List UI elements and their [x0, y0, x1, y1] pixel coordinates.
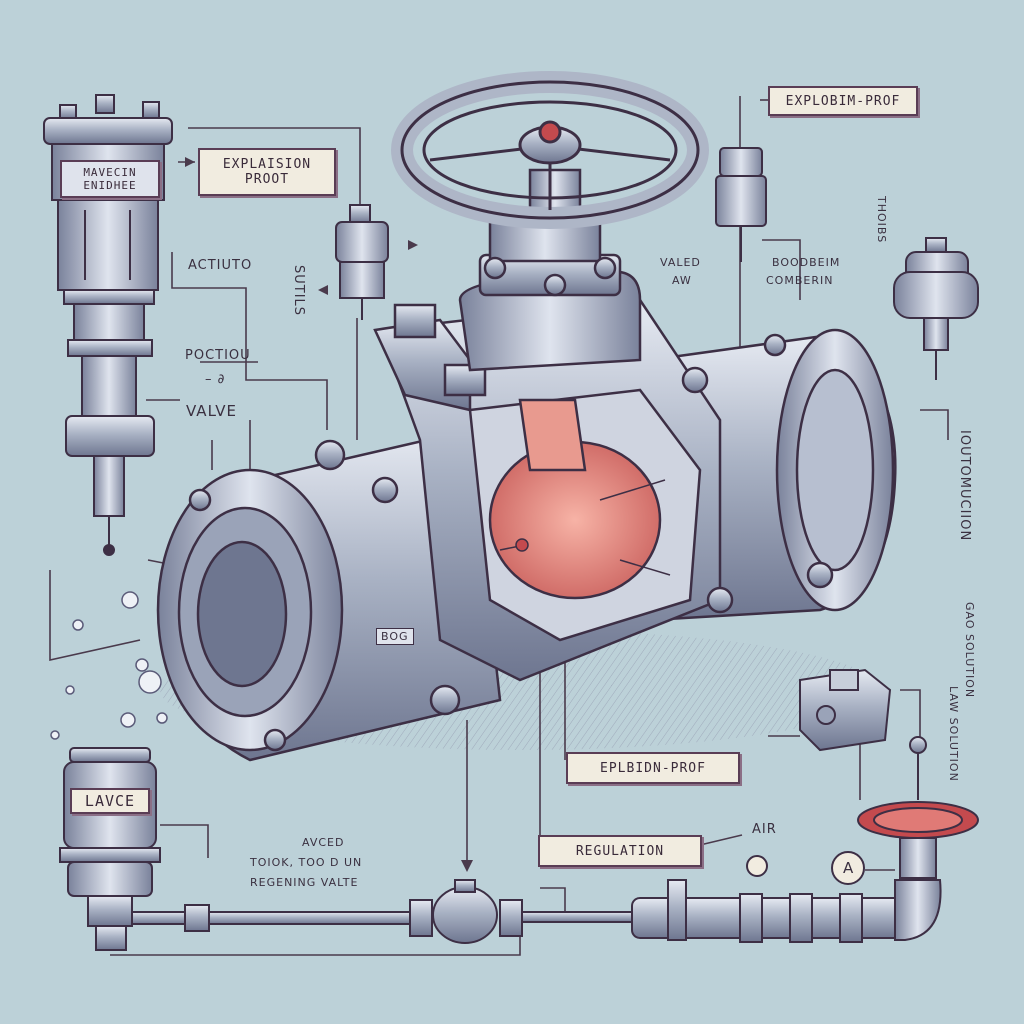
cap-line2: ENIDHEE [83, 179, 137, 192]
position-label: POCTIOU [185, 348, 251, 363]
lavce-label: LAVCE [70, 788, 150, 814]
sourmotion-label: IOUTOMUCIION [957, 430, 972, 542]
explosion-proof-line1: EXPLAISION [222, 157, 312, 172]
left-actuator [43, 94, 173, 556]
valve-mid-label-1: VALED [660, 256, 701, 269]
explosion-proof-label-top: EXPLAISION PROOT [198, 148, 336, 196]
small-block [799, 668, 892, 752]
arrow-heads [185, 157, 473, 872]
cap-line1: MAVECIN [83, 166, 137, 179]
handwheel [391, 71, 709, 229]
leader-lines [49, 96, 949, 956]
law-solution-label: LAW SOLUTION [947, 686, 960, 782]
air-label: AIR [752, 822, 777, 837]
bubbles [50, 591, 168, 740]
right-sensor [893, 237, 979, 380]
valve-mid-label-2: AW [672, 274, 692, 287]
gao-solution-label: GAO SOLUTION [963, 602, 976, 699]
avced-line2: TOIOK, TOO D UN [250, 856, 363, 869]
right-cylinder [715, 147, 767, 262]
body-tag: BOG [376, 628, 414, 645]
body-label-2: COMBERIN [766, 274, 834, 287]
position-sub-label: – ∂ [205, 372, 226, 387]
valve-label: VALVE [186, 402, 238, 420]
explosion-proof-bottom-text: EPLBIDN-PROF [600, 760, 706, 776]
avced-line1: AVCED [302, 836, 345, 849]
body-label-1: BOODBEIM [772, 256, 841, 269]
red-handwheel [857, 736, 979, 879]
avced-line3: REGENING VALTE [250, 876, 359, 889]
explosion-proof-label-bottom: EPLBIDN-PROF [566, 752, 740, 784]
thoibs-label: THOIBS [875, 196, 888, 244]
explosion-proof-line2: PROOT [244, 172, 290, 187]
actuator-label: ACTIUTO [188, 258, 253, 273]
bottom-pipeline [129, 879, 942, 944]
core-pointer [499, 479, 671, 576]
marker-a [746, 851, 865, 885]
regulation-text: REGULATION [575, 843, 665, 859]
lavce-text: LAVCE [84, 792, 136, 810]
cap-lettering: MAVECIN ENIDHEE [60, 160, 160, 198]
upper-solenoid [335, 204, 389, 320]
sutils-label: SUTILS [291, 265, 306, 317]
explosion-proof-right-text: EXPLOBIM-PROF [785, 93, 901, 109]
regulation-label: REGULATION [538, 835, 702, 867]
explosion-proof-label-right: EXPLOBIM-PROF [768, 86, 918, 116]
a-marker-label: A [843, 859, 855, 877]
